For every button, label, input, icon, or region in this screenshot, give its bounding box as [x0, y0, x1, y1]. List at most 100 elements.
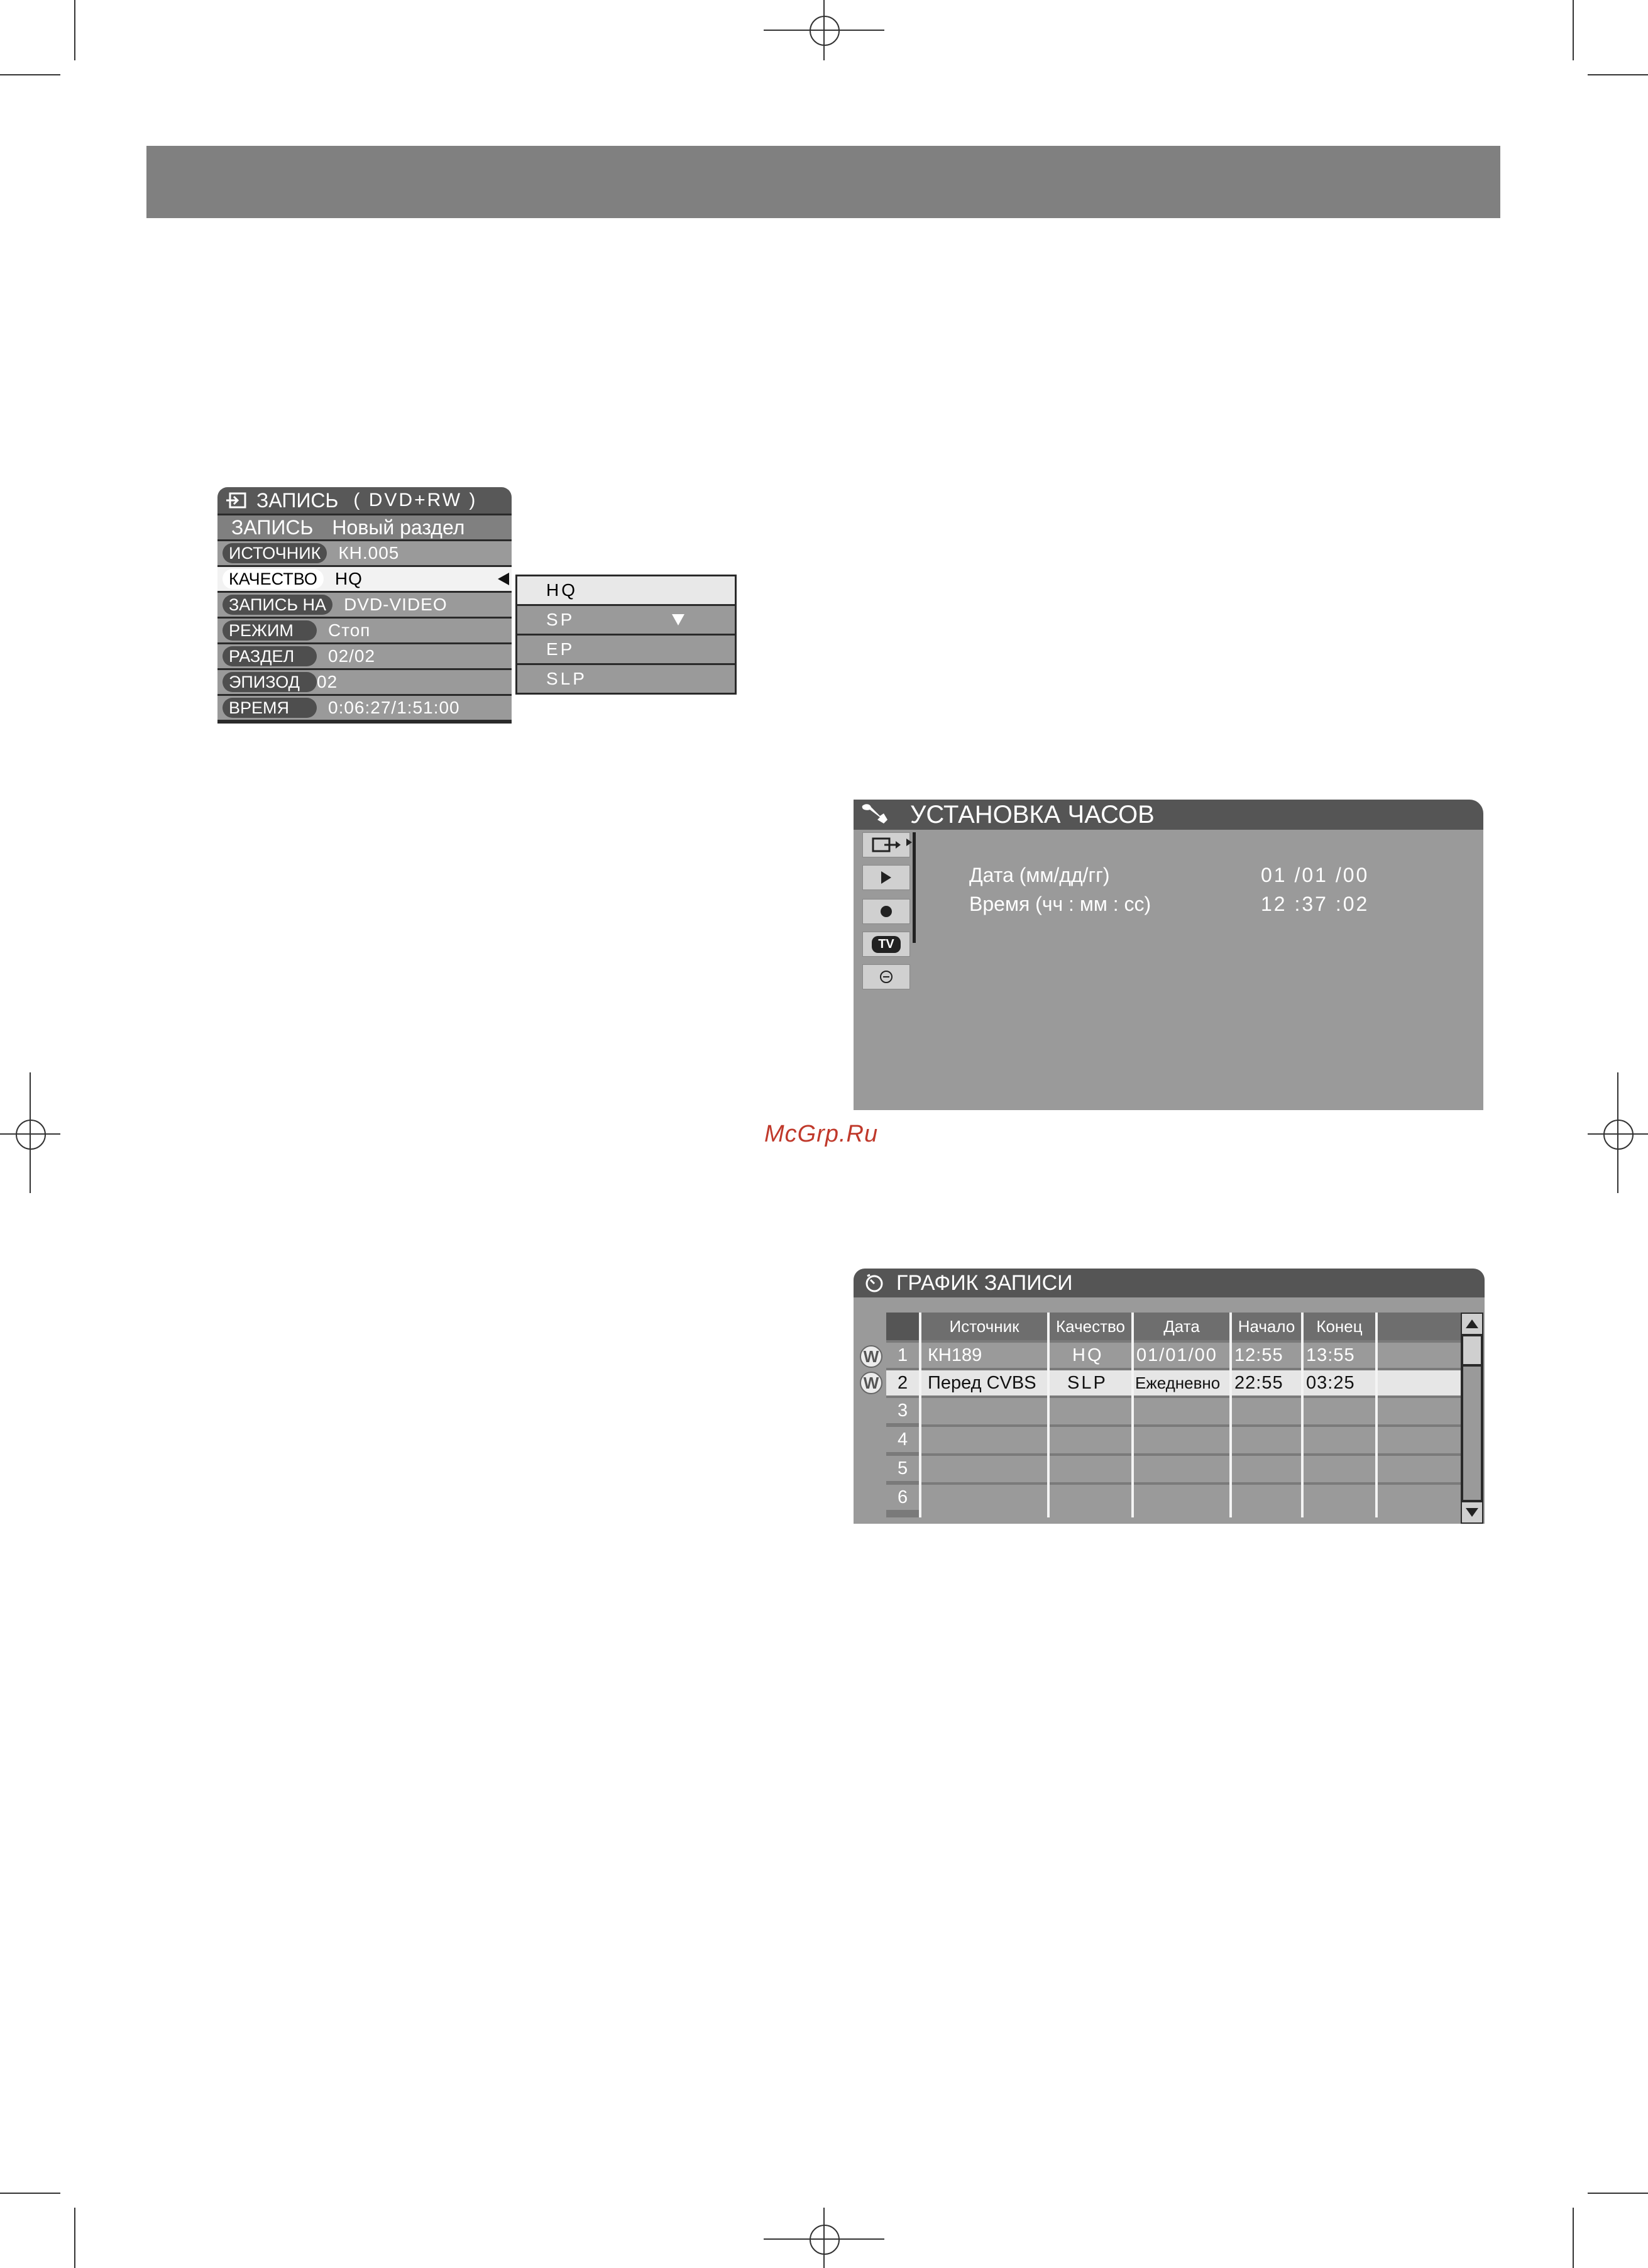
menu-row-quality[interactable]: КАЧЕСТВО HQ [217, 565, 512, 591]
row-date: Ежедневно [1135, 1373, 1221, 1392]
schedule-row[interactable]: 2 Перед CVBS SLP Ежедневно 22:55 03:25 [886, 1368, 1461, 1395]
side-selection-bar [913, 832, 916, 943]
arrow-down-icon [672, 614, 684, 625]
row-number: 3 [898, 1400, 908, 1421]
column-separator [1047, 1313, 1050, 1517]
row-number: 2 [898, 1372, 908, 1393]
menu-row-label: РЕЖИМ [222, 620, 317, 641]
schedule-row[interactable]: 5 [886, 1453, 1461, 1481]
watermark: McGrp.Ru [764, 1121, 879, 1147]
quality-dropdown: HQ SP EP SLP [515, 575, 737, 695]
column-separator [919, 1313, 921, 1517]
menu-row-value: Стоп [328, 620, 371, 640]
column-header-quality: Качество [1050, 1313, 1131, 1340]
schedule-body: W W Источник Качество Дата Начало Конец … [854, 1297, 1485, 1524]
menu-row-label: ЗАПИСЬ [231, 515, 314, 539]
record-menu-title: ЗАПИСЬ ( DVD+RW ) [217, 487, 512, 514]
row-source: КН189 [928, 1345, 982, 1365]
row-number: 4 [898, 1429, 908, 1450]
row-end: 13:55 [1306, 1345, 1355, 1365]
menu-row-label: ЗАПИСЬ НА [222, 595, 333, 615]
record-icon[interactable] [862, 899, 910, 924]
quality-option-label: EP [546, 639, 575, 659]
row-number: 1 [898, 1345, 908, 1365]
scroll-thumb[interactable] [1463, 1336, 1481, 1364]
row-number: 6 [898, 1487, 908, 1507]
row-quality: SLP [1067, 1372, 1107, 1393]
schedule-title: ГРАФИК ЗАПИСИ [896, 1270, 1073, 1295]
row-quality: HQ [1072, 1345, 1104, 1365]
menu-row-source[interactable]: ИСТОЧНИК КН.005 [217, 539, 512, 565]
column-separator [1229, 1313, 1232, 1517]
menu-row-time[interactable]: ВРЕМЯ 0:06:27/1:51:00 [217, 694, 512, 720]
row-end: 03:25 [1306, 1372, 1355, 1393]
quality-option-ep[interactable]: EP [517, 636, 735, 663]
row-number: 5 [898, 1458, 908, 1478]
input-icon[interactable] [862, 832, 910, 857]
menu-bottom-border [217, 720, 512, 724]
input-icon [226, 492, 246, 509]
quality-option-label: HQ [546, 580, 578, 600]
scrollbar[interactable] [1461, 1313, 1483, 1524]
column-header-source: Источник [921, 1313, 1047, 1340]
schedule-row[interactable]: 3 [886, 1395, 1461, 1423]
scroll-track[interactable] [1463, 1367, 1481, 1500]
column-header-start: Начало [1232, 1313, 1301, 1340]
schedule-row[interactable]: 1 КН189 HQ 01/01/00 12:55 13:55 [886, 1340, 1461, 1368]
column-separator [1375, 1313, 1378, 1517]
quality-option-label: SP [546, 610, 575, 629]
record-title-label: ЗАПИСЬ [256, 488, 339, 512]
weekly-badge: W [860, 1372, 882, 1394]
menu-row-label: ЭПИЗОД [222, 672, 317, 692]
menu-row-mode[interactable]: РЕЖИМ Стоп [217, 617, 512, 642]
timer-icon[interactable] [862, 964, 910, 989]
column-separator [1131, 1313, 1134, 1517]
header-blank-cell [1378, 1313, 1461, 1340]
quality-option-label: SLP [546, 669, 587, 688]
quality-option-hq[interactable]: HQ [517, 576, 735, 604]
schedule-table: Источник Качество Дата Начало Конец 1 КН… [886, 1313, 1461, 1517]
menu-row-label: КАЧЕСТВО [222, 569, 324, 589]
menu-row-value: DVD-VIDEO [344, 595, 448, 614]
menu-row-label: ВРЕМЯ [222, 698, 317, 718]
scroll-down-icon[interactable] [1462, 1502, 1482, 1522]
row-source: Перед CVBS [928, 1372, 1036, 1393]
schedule-row[interactable]: 6 [886, 1482, 1461, 1510]
play-icon[interactable] [862, 865, 910, 890]
schedule-row[interactable]: 4 [886, 1424, 1461, 1452]
scroll-up-icon[interactable] [1462, 1314, 1482, 1334]
weekly-badge: W [860, 1345, 882, 1368]
clock-setup-titlebar: УСТАНОВКА ЧАСОВ [854, 800, 1483, 830]
wrench-icon [862, 804, 887, 823]
menu-row-value: Новый раздел [332, 515, 465, 539]
timer-icon [865, 1274, 883, 1292]
header-num-cell [886, 1313, 919, 1340]
row-date: 01/01/00 [1136, 1345, 1217, 1365]
clock-setup-panel: УСТАНОВКА ЧАСОВ TV Дата (мм/дд/гг) 01 /0… [854, 800, 1483, 1110]
menu-row-value: HQ [334, 569, 363, 588]
menu-row-title[interactable]: РАЗДЕЛ 02/02 [217, 642, 512, 668]
column-header-date: Дата [1134, 1313, 1229, 1340]
column-separator [1301, 1313, 1304, 1517]
column-header-end: Конец [1304, 1313, 1375, 1340]
row-start: 22:55 [1234, 1372, 1283, 1393]
record-schedule-panel: ГРАФИК ЗАПИСИ W W Источник Качество Дата… [854, 1269, 1485, 1524]
tv-label: TV [872, 935, 901, 953]
menu-row-record-to[interactable]: ЗАПИСЬ НА DVD-VIDEO [217, 591, 512, 617]
menu-row-value: 02/02 [328, 646, 376, 666]
record-title-suffix: ( DVD+RW ) [353, 490, 478, 510]
menu-row-label: РАЗДЕЛ [222, 646, 317, 666]
date-value[interactable]: 01 /01 /00 [1261, 864, 1370, 886]
menu-row-chapter[interactable]: ЭПИЗОД 02 [217, 668, 512, 694]
menu-row-value: 02 [317, 672, 338, 691]
menu-row-value: КН.005 [338, 543, 400, 563]
menu-row-value: 0:06:27/1:51:00 [328, 698, 460, 717]
quality-option-sp[interactable]: SP [517, 606, 735, 634]
tv-icon[interactable]: TV [862, 932, 910, 957]
schedule-titlebar: ГРАФИК ЗАПИСИ [854, 1269, 1485, 1297]
quality-option-slp[interactable]: SLP [517, 665, 735, 693]
time-label: Время (чч : мм : сс) [969, 893, 1151, 915]
menu-row-record[interactable]: ЗАПИСЬ Новый раздел [217, 514, 512, 539]
time-value[interactable]: 12 :37 :02 [1261, 893, 1370, 915]
date-label: Дата (мм/дд/гг) [969, 864, 1110, 886]
